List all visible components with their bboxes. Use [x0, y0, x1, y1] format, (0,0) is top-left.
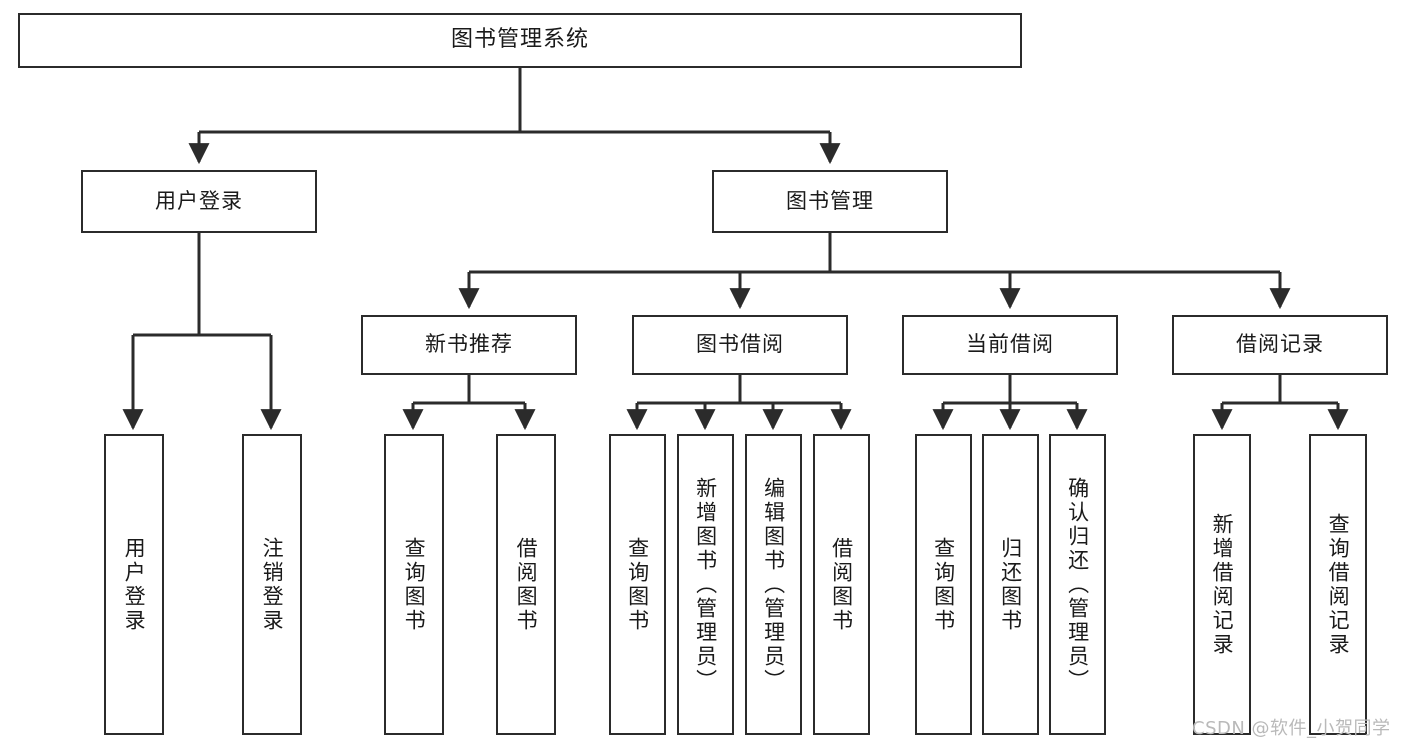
node-label: 用户登录 [155, 188, 243, 213]
node-label: 当前借阅 [966, 332, 1054, 357]
leaf-borrow-record-query-record[interactable]: 查询借阅记录 [1309, 434, 1367, 735]
node-label: 借阅记录 [1236, 332, 1324, 357]
leaf-book-borrow-edit-book-admin[interactable]: 编辑图书（管理员） [745, 434, 802, 735]
node-new-book-recommend[interactable]: 新书推荐 [361, 315, 577, 375]
leaf-user-login-login[interactable]: 用户登录 [104, 434, 164, 735]
leaf-borrow-record-add-record[interactable]: 新增借阅记录 [1193, 434, 1251, 735]
node-label: 图书借阅 [696, 332, 784, 357]
leaf-book-borrow-add-book-admin[interactable]: 新增图书（管理员） [677, 434, 734, 735]
node-borrow-record[interactable]: 借阅记录 [1172, 315, 1388, 375]
node-user-login[interactable]: 用户登录 [81, 170, 317, 233]
node-label: 查询图书 [931, 536, 956, 633]
node-label: 注销登录 [260, 536, 285, 633]
node-label: 归还图书 [998, 536, 1023, 633]
watermark-credit: CSDN @软件_小贺同学 [1192, 718, 1391, 739]
leaf-current-borrow-query-books[interactable]: 查询图书 [915, 434, 972, 735]
leaf-user-login-logout[interactable]: 注销登录 [242, 434, 302, 735]
node-root-book-management-system[interactable]: 图书管理系统 [18, 13, 1022, 68]
node-label: 借阅图书 [514, 536, 539, 633]
leaf-book-borrow-borrow-books[interactable]: 借阅图书 [813, 434, 870, 735]
node-label: 新增图书（管理员） [693, 476, 718, 693]
leaf-new-book-query-books[interactable]: 查询图书 [384, 434, 444, 735]
node-label: 确认归还（管理员） [1065, 476, 1090, 693]
node-label: 新增借阅记录 [1210, 512, 1235, 657]
node-current-borrow[interactable]: 当前借阅 [902, 315, 1118, 375]
leaf-new-book-borrow-books[interactable]: 借阅图书 [496, 434, 556, 735]
node-book-borrow[interactable]: 图书借阅 [632, 315, 848, 375]
node-label: 查询图书 [625, 536, 650, 633]
node-label: 借阅图书 [829, 536, 854, 633]
node-label: 图书管理系统 [450, 27, 589, 53]
node-label: 用户登录 [122, 536, 147, 633]
node-label: 查询借阅记录 [1326, 512, 1351, 657]
leaf-current-borrow-return-books[interactable]: 归还图书 [982, 434, 1039, 735]
node-book-management[interactable]: 图书管理 [712, 170, 948, 233]
node-label: 图书管理 [786, 188, 874, 213]
leaf-current-borrow-confirm-return-admin[interactable]: 确认归还（管理员） [1049, 434, 1106, 735]
node-label: 新书推荐 [425, 332, 513, 357]
node-label: 编辑图书（管理员） [761, 476, 786, 693]
node-label: 查询图书 [402, 536, 427, 633]
leaf-book-borrow-query-books[interactable]: 查询图书 [609, 434, 666, 735]
